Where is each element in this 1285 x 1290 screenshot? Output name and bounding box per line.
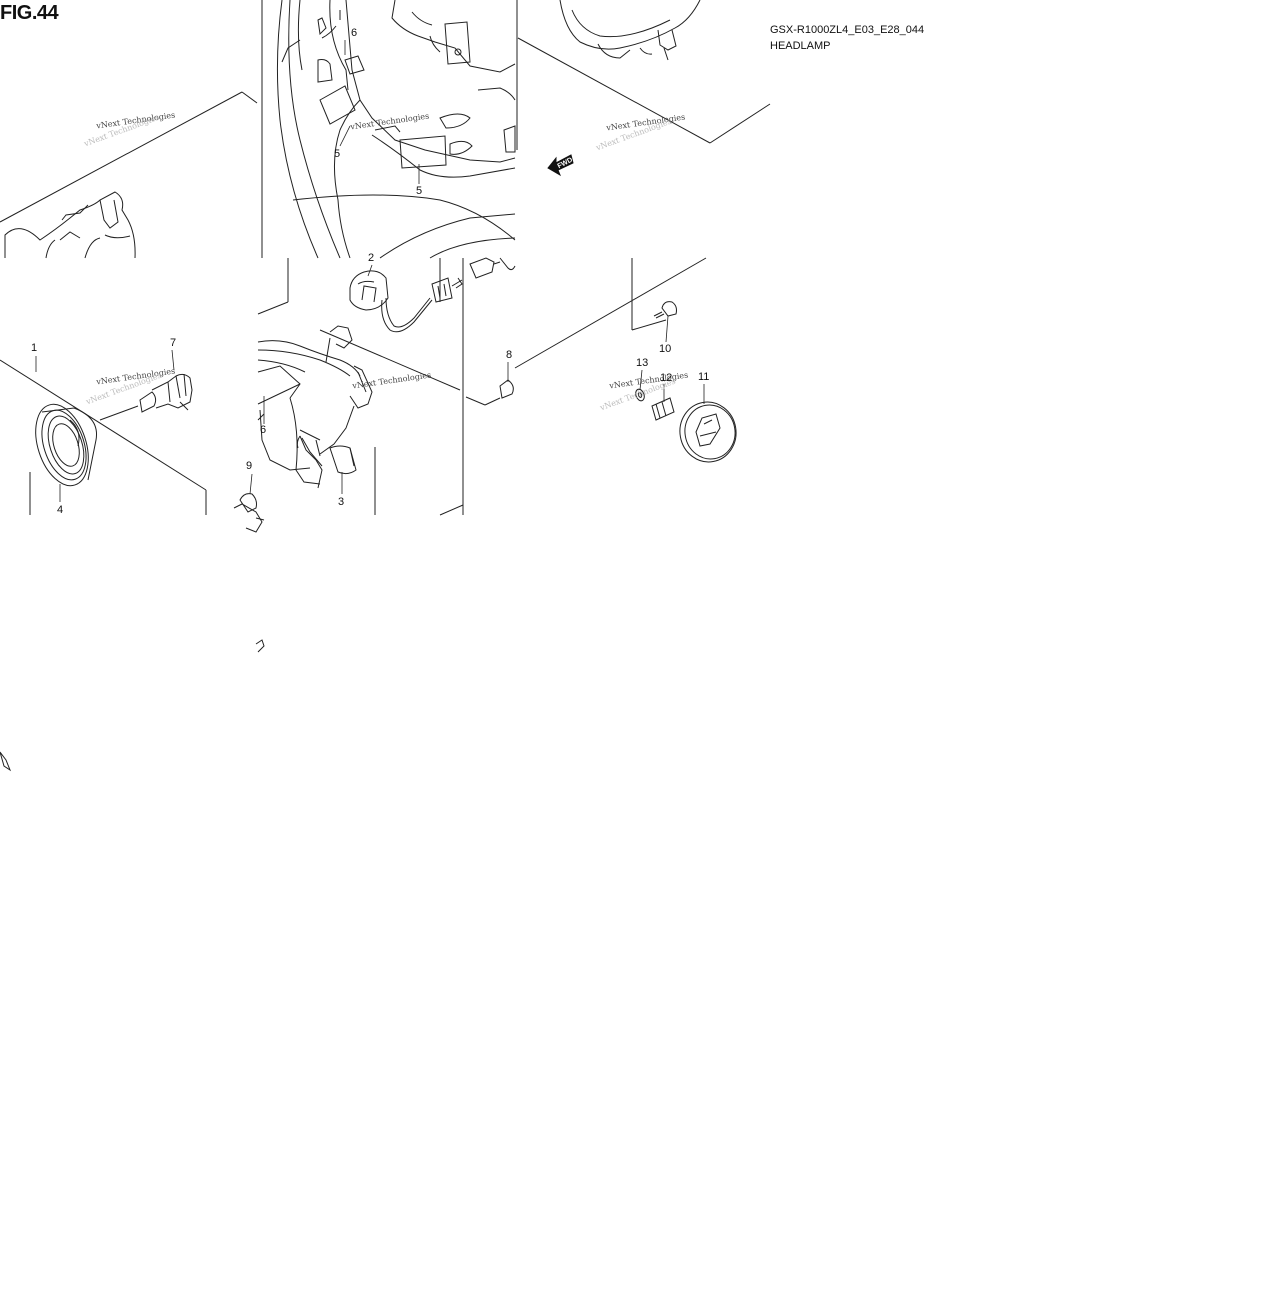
figure-label: FIG.44: [0, 2, 59, 24]
spacer-part-12: [651, 397, 675, 421]
callout-12: 12: [660, 372, 673, 384]
panel-frame-lines: [0, 0, 771, 516]
callout-3: 3: [338, 496, 345, 508]
callout-10: 10: [659, 343, 672, 355]
callout-4: 4: [57, 504, 64, 516]
callout-1: 1: [31, 342, 38, 354]
socket-part-9: [233, 493, 265, 533]
callout-6: 6: [260, 424, 267, 436]
callout-5: 5: [334, 148, 341, 160]
headlamp-lower-fragment: [559, 0, 701, 61]
washer-part-13: [635, 388, 645, 402]
bulb-part-7: [99, 373, 193, 421]
fwd-label-svg: FWD: [557, 157, 574, 171]
clip-part-8: [499, 379, 514, 399]
callout-5: 5: [416, 185, 423, 197]
socket-part-2-wiring: [349, 257, 516, 333]
section-name: HEADLAMP: [770, 40, 831, 52]
callout-8: 8: [506, 349, 513, 361]
callout-2: 2: [368, 252, 375, 264]
cap-part-11: [679, 401, 737, 463]
callout-11: 11: [698, 371, 710, 383]
headlamp-housing-fragment: [4, 191, 136, 259]
callout-13: 13: [636, 357, 649, 369]
fwd-label: FWD: [557, 157, 574, 171]
callout-9: 9: [246, 460, 253, 472]
lens-ring-part-4: [35, 403, 98, 487]
headlamp-lens-body: [276, 0, 516, 259]
callout-leader-lines: [35, 40, 705, 502]
fwd-direction-arrow: [547, 154, 574, 177]
model-code: GSX-R1000ZL4_E03_E28_044: [770, 24, 925, 36]
lower-left-edges: [0, 472, 265, 772]
screw-part-10: [653, 301, 677, 319]
lamp-assembly-lower: [257, 325, 373, 489]
callout-7: 7: [170, 337, 177, 349]
callout-6: 6: [351, 27, 358, 39]
